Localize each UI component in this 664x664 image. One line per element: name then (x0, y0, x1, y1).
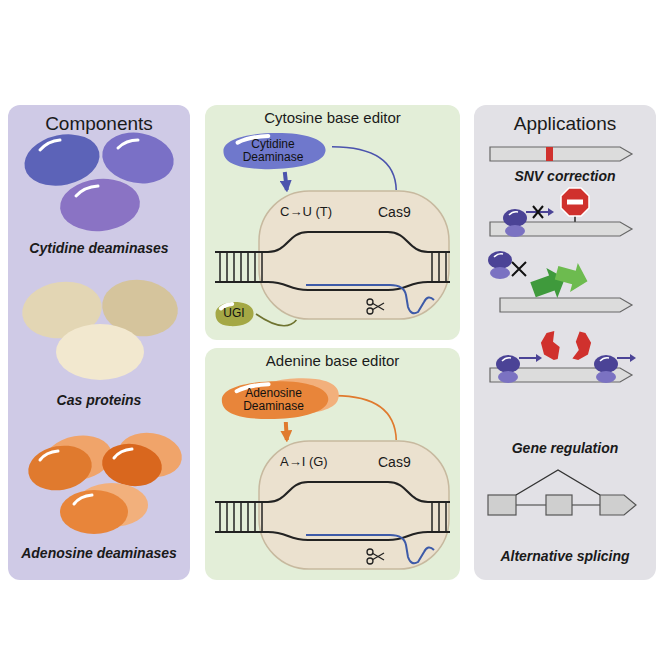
category-label: Cas proteins (8, 392, 190, 408)
stop-readthrough-icon (490, 331, 636, 383)
base-change: A→I (G) (280, 454, 328, 469)
adenosine-deaminase: Adenosine Deaminase (212, 378, 335, 422)
initiation-block-icon (488, 251, 632, 312)
protein-name: Adenosine Deaminase (230, 387, 318, 413)
deamination-arrow (286, 422, 287, 440)
linker-line (256, 314, 296, 326)
panel-heading: Cytosine base editor (205, 109, 460, 126)
linker-line (335, 396, 396, 440)
adenosine-deaminase-blobs (25, 429, 185, 534)
cytidine-deaminase: Cytidine Deaminase (214, 130, 332, 172)
category-label: Cytidine deaminases (8, 240, 190, 256)
cas9-protein: Cas9 C→U (T) (258, 190, 450, 320)
translation-stop-icon (490, 188, 632, 237)
cytidine-deaminase-blobs (20, 127, 178, 234)
deamination-arrow (285, 172, 287, 190)
category-label: Adenosine deaminases (8, 545, 190, 561)
base-change: C→U (T) (280, 204, 332, 219)
protein-name: Cas9 (378, 454, 411, 470)
ugi-protein: UGI (212, 300, 256, 328)
cytosine-editor-panel: Cytosine base editorCytidine DeaminaseCa… (205, 105, 460, 340)
panel-heading: Applications (474, 113, 656, 135)
snv-gene-icon (490, 147, 632, 161)
cas9-protein: Cas9 A→I (G) (258, 440, 450, 570)
panel-heading: Components (8, 113, 190, 135)
panel-heading: Adenine base editor (205, 352, 460, 369)
category-label: SNV correction (474, 168, 656, 184)
protein-name: Cytidine Deaminase (231, 138, 315, 164)
components-panel: Components (8, 105, 190, 580)
adenine-editor-panel: Adenine base editorAdenosine DeaminaseCa… (205, 348, 460, 580)
splicing-icon (488, 470, 636, 515)
category-label: Gene regulation (474, 440, 656, 456)
linker-line (332, 147, 396, 190)
protein-name: UGI (223, 307, 244, 320)
cas-protein-blobs (18, 275, 181, 380)
protein-name: Cas9 (378, 204, 411, 220)
category-label: Alternative splicing (474, 548, 656, 564)
